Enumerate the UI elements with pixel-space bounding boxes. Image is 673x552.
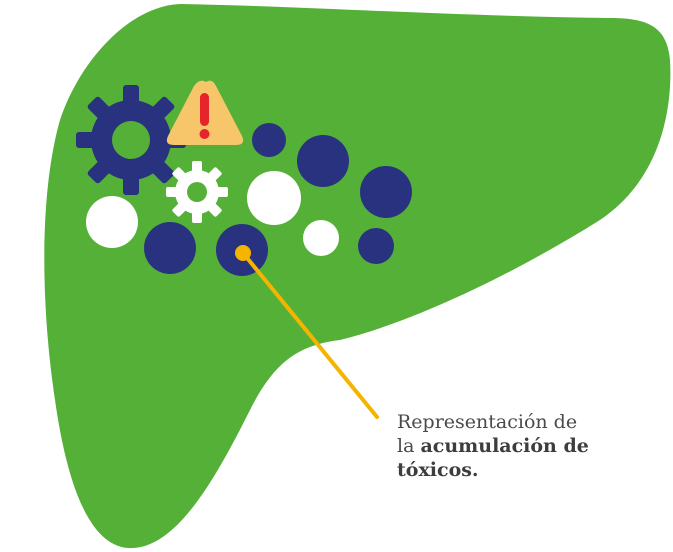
toxin-particle — [303, 220, 339, 256]
toxin-particle — [247, 171, 301, 225]
caption-line-1: Representación de — [397, 411, 578, 433]
toxin-particle — [144, 222, 196, 274]
caption-line-2-bold: acumulación de — [420, 435, 589, 457]
small-gear-icon — [166, 161, 228, 223]
toxin-particle — [297, 135, 349, 187]
caption-line-2-normal: la — [397, 435, 421, 457]
toxin-particle — [86, 196, 138, 248]
caption: Representación de la acumulación de tóxi… — [397, 410, 667, 482]
caption-line-2: la acumulación de — [397, 434, 667, 458]
pointer-dot — [235, 245, 251, 261]
warning-triangle-icon — [166, 80, 244, 145]
pointer-line — [241, 251, 379, 419]
toxin-particle — [252, 123, 286, 157]
caption-line-3: tóxicos. — [397, 459, 479, 481]
toxin-particle — [360, 166, 412, 218]
toxin-particle — [358, 228, 394, 264]
